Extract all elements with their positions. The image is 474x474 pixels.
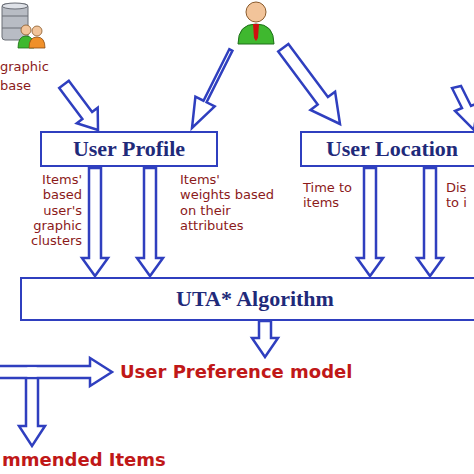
edge-label: Dis to i (446, 180, 474, 211)
edge-label: Items' weights based on their attributes (180, 172, 274, 233)
down-arrow (19, 368, 45, 446)
uta-to-preference-arrow (252, 321, 278, 357)
callout-label: User Preference model (120, 361, 352, 382)
box-label: User Location (326, 136, 458, 162)
block-arrow (82, 168, 108, 276)
user-to-location-arrow (278, 44, 340, 124)
process-box: User Profile (40, 131, 218, 167)
box-label: UTA* Algorithm (176, 286, 334, 312)
user-to-profile-arrow (192, 49, 232, 128)
database-node: graphic base (0, 0, 62, 98)
process-box: User Location (300, 131, 474, 167)
right-arrow (0, 358, 112, 386)
edge-label: Time to items (303, 180, 355, 211)
database-label: graphic base (0, 58, 62, 96)
layout-arrows (0, 44, 474, 446)
block-arrow (59, 81, 98, 130)
process-box: UTA* Algorithm (20, 277, 474, 321)
database-icon (0, 2, 46, 50)
callout-label: mmended Items (2, 449, 166, 470)
offpage-arrow (452, 86, 474, 130)
block-arrow (417, 168, 443, 276)
block-arrow (357, 168, 383, 276)
user-icon (238, 2, 274, 44)
block-arrow (137, 168, 163, 276)
box-label: User Profile (73, 136, 185, 162)
edge-label: Items' based user's graphic clusters (2, 172, 82, 249)
